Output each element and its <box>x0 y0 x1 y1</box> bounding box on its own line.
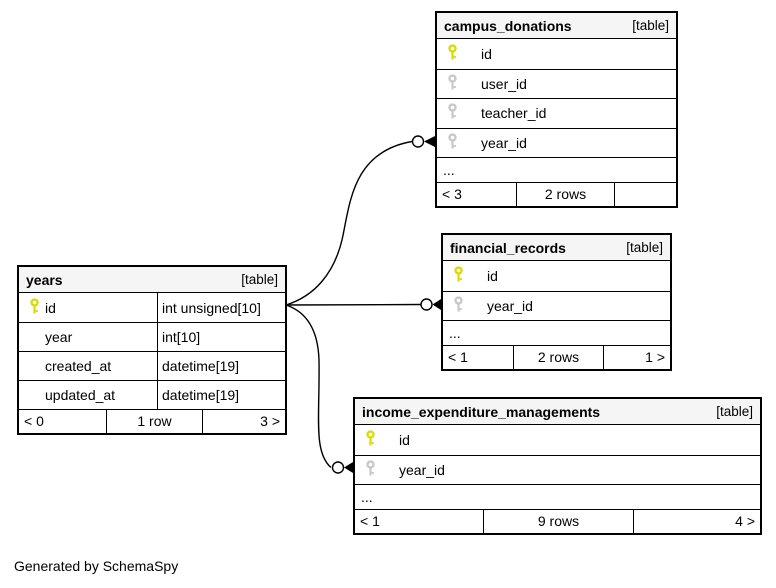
column-row: teacher_id <box>437 98 676 128</box>
table-footer: < 1 9 rows 4 > <box>355 509 760 533</box>
column-row: id <box>437 39 676 69</box>
table-title: years <box>26 271 63 288</box>
cardinality-circle-icon <box>331 461 345 474</box>
primary-key-icon <box>29 297 40 317</box>
column-row: year int[10] <box>19 322 285 351</box>
arrowhead-icon <box>432 299 441 310</box>
row-count: 1 row <box>106 410 202 433</box>
table-campus_donations[interactable]: campus_donations [table] id user_id teac… <box>435 11 678 208</box>
table-header[interactable]: financial_records [table] <box>443 235 670 261</box>
relationship-years-financial_records <box>285 298 441 311</box>
table-footer: < 0 1 row 3 > <box>19 409 285 433</box>
parent-count: < 3 <box>442 186 462 203</box>
table-tag: [table] <box>632 18 669 33</box>
column-row: id <box>443 261 670 291</box>
column-name: year_id <box>481 134 527 151</box>
relationship-years-campus_donations <box>285 135 435 306</box>
table-tag: [table] <box>716 404 753 419</box>
arrowhead-icon <box>424 136 435 147</box>
table-title: financial_records <box>450 239 566 256</box>
column-type: int[10] <box>157 323 285 351</box>
column-row: id int unsigned[10] <box>19 293 285 322</box>
primary-key-icon <box>453 266 464 285</box>
cardinality-circle-icon <box>420 298 433 311</box>
foreign-key-icon <box>453 296 464 315</box>
table-tag: [table] <box>626 240 663 255</box>
fk-line <box>285 304 332 469</box>
table-footer: < 3 2 rows <box>437 182 676 206</box>
arrowhead-icon <box>344 462 353 473</box>
parent-count: < 1 <box>448 349 468 366</box>
child-count: 1 > <box>603 346 670 369</box>
table-years[interactable]: years [table] id int unsigned[10] year i… <box>17 265 287 435</box>
primary-key-icon <box>365 430 376 449</box>
parent-count: < 0 <box>24 413 44 430</box>
table-header[interactable]: income_expenditure_managements [table] <box>355 399 760 425</box>
parent-count: < 1 <box>360 513 380 530</box>
table-header[interactable]: years [table] <box>19 267 285 293</box>
column-row: year_id <box>443 290 670 321</box>
fk-line <box>285 303 422 306</box>
column-name: id <box>487 267 498 284</box>
child-count: 4 > <box>633 510 760 533</box>
row-count: 2 rows <box>513 346 603 369</box>
foreign-key-icon <box>447 103 458 123</box>
primary-key-icon <box>447 44 458 63</box>
column-type: int unsigned[10] <box>157 293 285 322</box>
column-name: user_id <box>481 75 527 92</box>
column-name: year <box>45 329 73 345</box>
child-count: 3 > <box>202 410 285 433</box>
column-name: updated_at <box>45 387 116 403</box>
column-name: year_id <box>399 461 445 478</box>
foreign-key-icon <box>447 133 458 152</box>
column-row: created_at datetime[19] <box>19 351 285 380</box>
generated-by-note: Generated by SchemaSpy <box>14 558 179 574</box>
hidden-columns-ellipsis: ... <box>355 484 760 509</box>
column-name: id <box>481 45 492 62</box>
column-type: datetime[19] <box>157 381 285 409</box>
column-name: id <box>399 431 410 448</box>
fk-line <box>285 140 413 306</box>
foreign-key-icon <box>447 74 458 93</box>
table-title: income_expenditure_managements <box>362 403 601 420</box>
row-count: 9 rows <box>483 510 633 533</box>
table-tag: [table] <box>241 272 278 287</box>
table-header[interactable]: campus_donations [table] <box>437 13 676 39</box>
table-title: campus_donations <box>444 17 572 34</box>
column-row: year_id <box>437 127 676 158</box>
hidden-columns-ellipsis: ... <box>437 157 676 182</box>
column-name: created_at <box>45 358 112 374</box>
table-footer: < 1 2 rows 1 > <box>443 345 670 369</box>
column-row: user_id <box>437 68 676 99</box>
column-type: datetime[19] <box>157 352 285 380</box>
relationship-years-income_expenditure_managements <box>285 304 353 474</box>
column-row: year_id <box>355 454 760 485</box>
column-name: teacher_id <box>481 105 547 122</box>
row-count: 2 rows <box>516 183 614 206</box>
cardinality-circle-icon <box>411 135 425 148</box>
column-name: year_id <box>487 297 533 314</box>
child-count <box>614 183 676 206</box>
column-row: updated_at datetime[19] <box>19 380 285 409</box>
column-name: id <box>45 299 56 316</box>
hidden-columns-ellipsis: ... <box>443 320 670 345</box>
table-financial_records[interactable]: financial_records [table] id year_id ...… <box>441 233 672 371</box>
column-row: id <box>355 425 760 455</box>
table-income_expenditure_managements[interactable]: income_expenditure_managements [table] i… <box>353 397 762 535</box>
foreign-key-icon <box>365 460 376 479</box>
